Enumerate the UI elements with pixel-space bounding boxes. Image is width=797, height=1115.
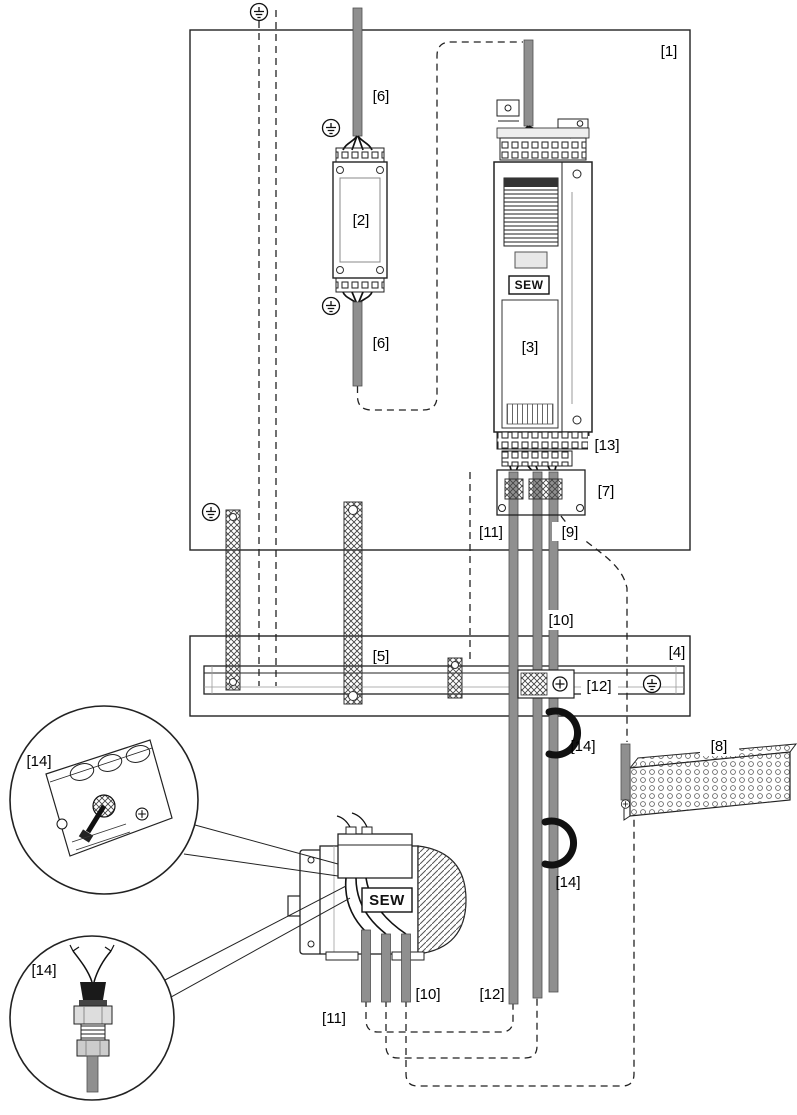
motor: SEW	[287, 812, 467, 1003]
inverter-brand-text: SEW	[515, 278, 544, 292]
gland-thread	[80, 1023, 106, 1041]
filter-terminals-bottom	[335, 277, 385, 293]
ref-label-cable11-top: [11]	[479, 524, 503, 541]
control-cabinet	[189, 29, 691, 551]
frequency-inverter: SEW	[493, 39, 593, 475]
shield-plate-and-cables	[496, 469, 586, 1005]
ref-label-shield-plate: [7]	[598, 483, 615, 500]
ferrite-loops	[541, 707, 582, 869]
ref-label-loop1: [14]	[570, 738, 595, 755]
ref-label-rail-assembly: [4]	[669, 644, 686, 661]
filter-terminals-top	[335, 147, 385, 163]
mounting-rail	[203, 665, 685, 695]
ferrite-loop-1	[545, 707, 582, 759]
ref-label-supply-cable-top: [6]	[373, 88, 390, 105]
duct-cable	[620, 743, 631, 801]
clamp-screw-icon	[552, 676, 568, 692]
output-cable-run-3	[548, 471, 559, 993]
motor-logo-plate	[361, 887, 413, 913]
motor-fan-cowl	[418, 846, 466, 954]
ref-label-clamp-top: [12]	[586, 678, 611, 695]
cable-duct	[620, 743, 797, 821]
ground-straps	[225, 501, 463, 705]
motor-cable-route-1	[365, 1000, 514, 1033]
inverter-logo-plate	[508, 275, 550, 295]
inverter-supply-cable	[523, 39, 534, 127]
supply-cable-top	[352, 7, 363, 137]
output-cable-run-2	[532, 471, 543, 999]
detail-callout-terminal-box	[9, 705, 339, 895]
ref-label-loop2: [14]	[555, 874, 580, 891]
shield-clamp-2	[528, 478, 563, 500]
ground-strap-left	[225, 509, 241, 691]
ref-label-line-filter: [2]	[353, 212, 370, 229]
filter-to-inverter-route	[356, 41, 523, 411]
motor-brand-text: SEW	[369, 892, 405, 909]
line-filter-body	[332, 161, 388, 279]
ref-label-supply-cable-bottom: [6]	[373, 335, 390, 352]
ref-label-cabinet: [1]	[661, 43, 678, 60]
supply-cable-bottom	[352, 301, 363, 387]
ref-label-terminals: [13]	[594, 437, 619, 454]
motor-cable-route-2	[385, 998, 538, 1059]
callout-leader-lines-bottom	[161, 885, 351, 1003]
ground-icon	[201, 502, 221, 522]
inverter-heatsink	[503, 177, 559, 247]
reference-labels: [1] [6] [2] [6] [3] [13] [7] [11] [9] [1…	[26, 43, 739, 1027]
gland-cable-tail	[86, 1055, 99, 1093]
mounting-ear	[557, 118, 589, 129]
motor-cable-route-3	[405, 818, 635, 1087]
motor-terminal-box	[337, 833, 413, 879]
detail-callout-cable-gland	[9, 885, 351, 1101]
emc-rail-clamp	[517, 669, 575, 699]
ref-label-inverter: [3]	[522, 339, 539, 356]
output-cable-run-1	[508, 471, 519, 1005]
gland-ferrule	[80, 982, 106, 1000]
ref-label-detail-bottom: [14]	[31, 962, 56, 979]
duct-screw-icon	[620, 799, 631, 809]
ref-label-duct: [8]	[711, 738, 728, 755]
motor-cable-3	[401, 933, 411, 1003]
inverter-terminals-bottom-2	[501, 450, 573, 467]
ref-label-cable10-bottom: [10]	[415, 986, 440, 1003]
dashed-cable-routes	[258, 10, 635, 1087]
shield-clamp-1	[504, 478, 524, 500]
ref-label-rail: [5]	[373, 648, 390, 665]
motor-foot-left	[325, 951, 359, 961]
ground-strap-middle	[343, 501, 363, 705]
inverter-display	[514, 251, 548, 269]
ref-label-cable10-top: [10]	[548, 612, 573, 629]
ref-label-detail-top: [14]	[26, 753, 51, 770]
line-filter-branch	[332, 7, 388, 387]
ref-label-cable11-bottom: [11]	[322, 1010, 346, 1027]
motor-cable-2	[381, 933, 391, 1003]
gland-nut-upper	[73, 1005, 113, 1025]
inverter-terminals-bottom-1	[496, 431, 590, 450]
ground-strap-right	[447, 657, 463, 699]
box-screw-icon	[135, 807, 149, 821]
ref-label-cable9: [9]	[562, 524, 579, 541]
ground-icon	[642, 674, 662, 694]
ref-label-clamp-bottom: [12]	[479, 986, 504, 1003]
gland-nut-lower	[76, 1039, 110, 1057]
shield-strands	[72, 950, 112, 983]
motor-flange	[299, 849, 323, 955]
duct-mesh	[630, 752, 790, 816]
ferrite-loop-2	[541, 817, 578, 869]
callout-leader-lines-top	[183, 824, 339, 877]
motor-cable-1	[361, 929, 371, 1003]
ground-icon	[321, 118, 341, 138]
shield-plate	[496, 469, 586, 516]
ground-icon	[249, 2, 269, 22]
inverter-terminals-top	[499, 137, 587, 161]
ground-icon	[321, 296, 341, 316]
